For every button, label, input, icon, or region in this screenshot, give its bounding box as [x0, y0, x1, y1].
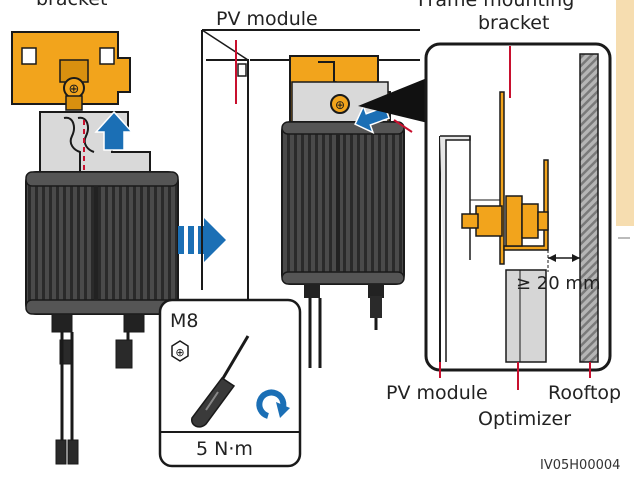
pv-module-bottom-label: PV module — [386, 382, 488, 404]
rotate-clockwise-icon — [256, 389, 290, 419]
rooftop-label: Rooftop — [548, 382, 622, 404]
bolt-size-label: M8 — [170, 310, 199, 332]
tool-box: ⊕ — [158, 298, 302, 468]
svg-text:⊕: ⊕ — [335, 98, 345, 112]
figure-id-label: IV05H00004 — [540, 458, 621, 473]
optimizer-label: Optimizer — [478, 408, 572, 430]
frame-mounting-bracket: ⊕ — [11, 31, 131, 111]
frame-mounting-label-line2: bracket — [478, 12, 550, 34]
svg-text:⊕: ⊕ — [175, 346, 184, 359]
side-tab — [616, 0, 634, 226]
socket-bolt-icon: ⊕ — [171, 340, 189, 362]
bracket-label-cut: bracket — [36, 0, 107, 9]
torque-label: 5 N·m — [196, 438, 253, 460]
push-arrow-icon — [94, 110, 134, 151]
screwdriver-icon — [191, 335, 250, 428]
optimizer-left — [25, 171, 179, 465]
min-gap-label: ≥ 20 mm — [516, 273, 601, 294]
frame-mounting-label-line1: Frame mounting — [418, 0, 575, 11]
left-assembly: ⊕ — [11, 31, 179, 465]
pv-module-top-label: PV module — [216, 8, 318, 30]
optimizer-mounted: ⊕ — [281, 55, 413, 368]
detail-callout — [424, 42, 612, 390]
svg-text:⊕: ⊕ — [69, 82, 80, 97]
